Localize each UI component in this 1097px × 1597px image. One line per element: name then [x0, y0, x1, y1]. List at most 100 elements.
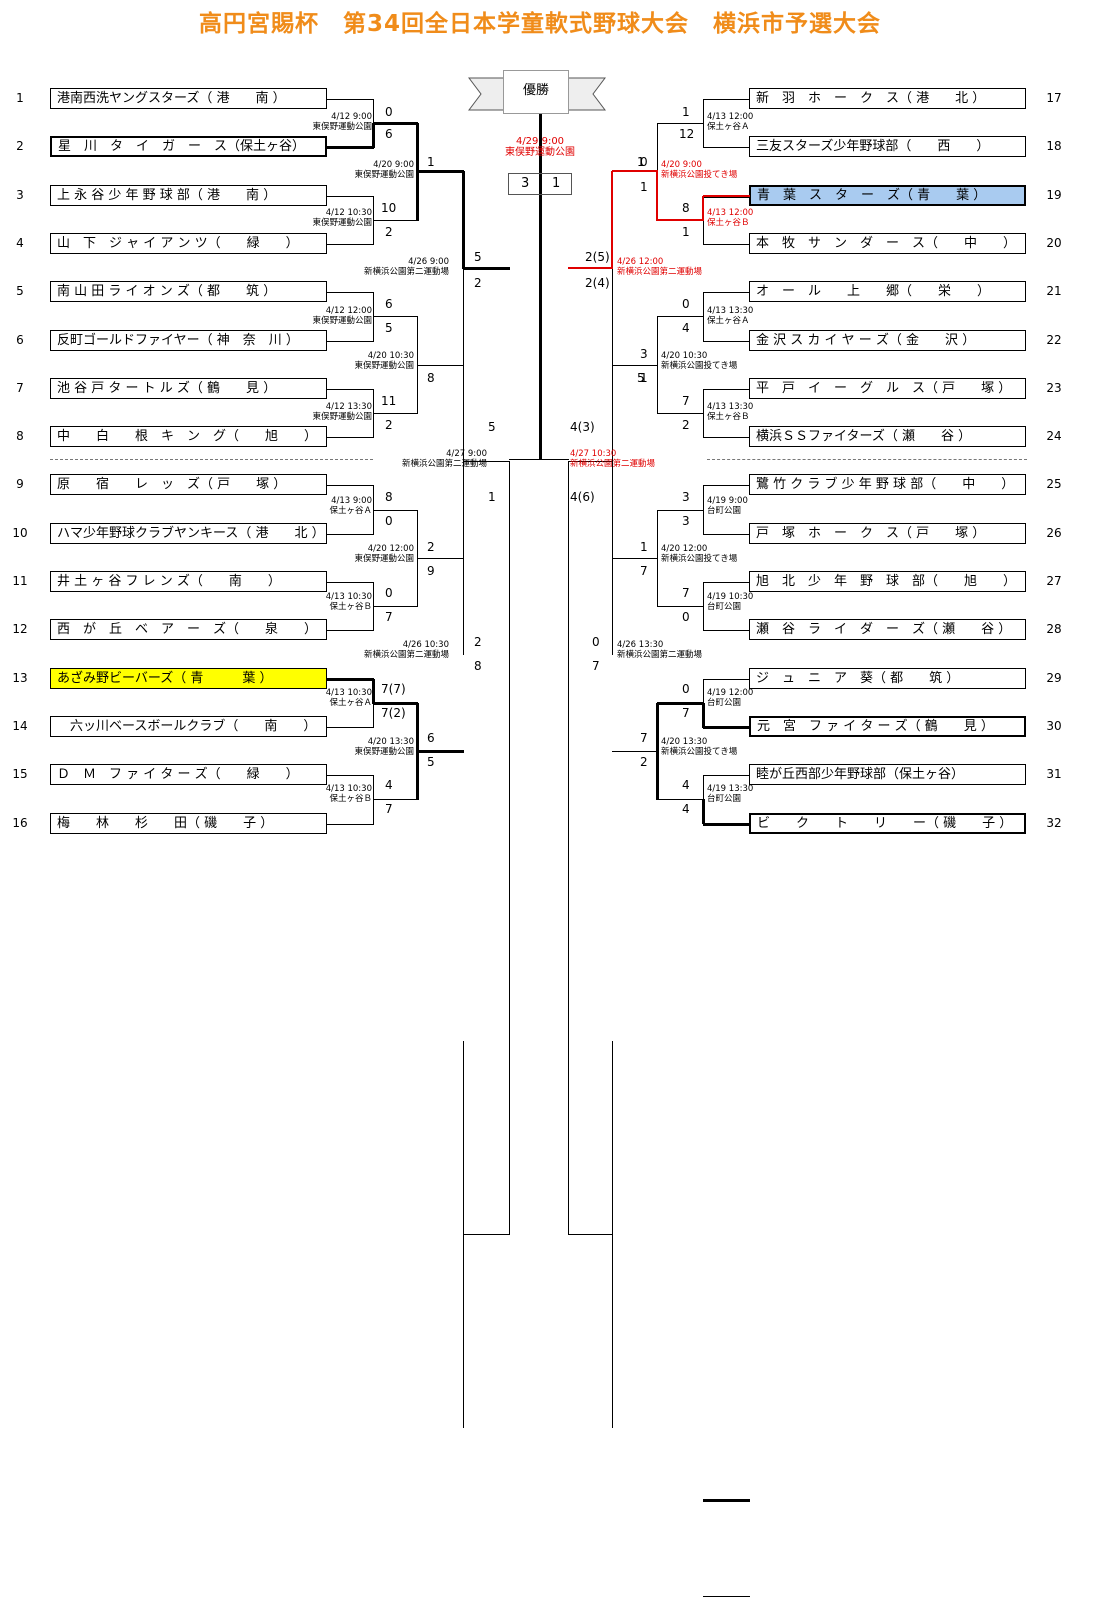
seed-number: 21: [1046, 284, 1062, 299]
bracket-line: [703, 533, 750, 535]
bracket-line: [657, 799, 704, 801]
game-info: 4/13 10:30 保土ヶ谷Ｂ: [325, 592, 372, 612]
bracket-line: [463, 461, 510, 463]
bracket-line: [703, 437, 750, 439]
seed-number: 10: [12, 525, 28, 540]
score: 6: [427, 731, 435, 745]
bracket-line: [657, 316, 704, 318]
game-info: 4/20 12:00 新横浜公園投てき場: [661, 544, 738, 564]
score: 5: [385, 321, 393, 335]
team-name: 鷺 竹 ク ラ ブ 少 年 野 球 部（ 中 ）: [749, 474, 1026, 496]
bracket-line: [703, 340, 750, 342]
team-name: 横浜ＳＳファイターズ（ 瀬 谷 ）: [749, 426, 1026, 448]
seed-number: 3: [16, 187, 24, 202]
bracket-line: [509, 461, 510, 1236]
team-name: 戸 塚 ホ ー ク ス（ 戸 塚 ）: [749, 522, 1026, 544]
bracket-line: [327, 582, 374, 583]
score: 12: [679, 127, 695, 141]
score: 6: [385, 127, 393, 141]
team-name: 旭 北 少 年 野 球 部（ 旭 ）: [749, 571, 1026, 592]
bracket-line: [703, 630, 750, 632]
score: 7: [640, 564, 648, 578]
bracket-line: [611, 171, 613, 270]
bracket-line: [327, 533, 374, 535]
team-name: 星 川 タ イ ガ ー ス（保土ヶ谷）: [50, 136, 327, 158]
bracket-line: [612, 557, 658, 559]
score: 7: [682, 706, 690, 720]
bracket-line: [327, 195, 374, 197]
bracket-line: [417, 364, 464, 366]
score: 0: [682, 610, 690, 624]
team-name: 新 羽 ホ ー ク ス（ 港 北 ）: [749, 88, 1026, 109]
score: 1: [682, 225, 690, 239]
seed-number: 9: [16, 477, 24, 492]
score: 1: [488, 490, 496, 504]
bracket-line: [417, 557, 464, 559]
score: 4(3): [570, 420, 595, 434]
bracket-line: [703, 485, 750, 487]
team-name: 西 が 丘 ベ ア ー ズ（ 泉 ）: [50, 619, 327, 641]
game-info: 4/12 12:00 東俣野運動公園: [312, 306, 372, 326]
final-venue: 東俣野運動公園: [505, 147, 575, 158]
seed-number: 13: [12, 670, 28, 685]
score: 0: [682, 297, 690, 311]
game-info: 4/13 12:00 保土ヶ谷Ｂ: [707, 208, 754, 228]
bracket-line: [703, 388, 750, 390]
bracket-line: [657, 701, 704, 705]
score: 1: [427, 155, 435, 169]
bracket-line: [568, 267, 613, 270]
game-info: 4/26 10:30 新横浜公園第二運動場: [363, 640, 449, 660]
game-info: 4/20 13:30 新横浜公園投てき場: [661, 737, 738, 757]
seed-number: 17: [1046, 91, 1062, 105]
score: 2: [427, 540, 435, 554]
seed-number: 12: [12, 622, 28, 637]
bracket-line: [657, 218, 704, 221]
bracket-line: [612, 170, 658, 173]
score: 1: [640, 371, 648, 385]
game-info: 4/13 9:00 保土ヶ谷Ａ: [329, 496, 372, 516]
bracket-line: [703, 725, 750, 729]
game-info: 4/13 13:30 保土ヶ谷Ｂ: [707, 402, 754, 422]
bracket-line: [373, 122, 418, 126]
score: 0: [385, 586, 393, 600]
game-info: 4/20 9:00 新横浜公園投てき場: [661, 160, 738, 180]
seed-number: 27: [1046, 574, 1062, 588]
bracket-line: [702, 799, 705, 825]
score: 7: [592, 659, 600, 673]
game-info: 4/12 9:00 東俣野運動公園: [312, 112, 372, 132]
seed-number: 30: [1046, 718, 1062, 733]
seed-number: 15: [12, 767, 28, 782]
team-name: 井 土 ヶ 谷 フ レ ン ズ（ 南 ）: [50, 571, 327, 592]
final-score-right: 1: [552, 176, 561, 191]
seed-number: 29: [1046, 670, 1062, 685]
team-name: 原 宿 レ ッ ズ（ 戸 塚 ）: [50, 474, 327, 496]
bracket-line: [703, 99, 750, 100]
bracket-line: [327, 437, 374, 439]
score: 4: [682, 802, 690, 816]
seed-number: 24: [1046, 429, 1062, 444]
team-name: 梅 林 杉 田（ 磯 子 ）: [50, 812, 327, 834]
bracket-line: [327, 99, 374, 100]
team-name: オ ー ル 上 郷（ 栄 ）: [749, 281, 1026, 303]
team-name: ジ ュ ニ ア 葵（ 都 筑 ）: [749, 667, 1026, 689]
score: 8: [474, 659, 482, 673]
score: 7(2): [381, 706, 406, 720]
bracket-line: [373, 316, 418, 318]
score: 10: [381, 201, 397, 215]
bracket-line: [568, 461, 613, 463]
team-name: ハマ少年野球クラブヤンキース（ 港 北 ）: [50, 522, 327, 544]
bracket-line: [327, 340, 374, 342]
game-info: 4/13 10:30 保土ヶ谷Ｂ: [325, 784, 372, 804]
game-info: 4/27 10:30 新横浜公園第二運動場: [570, 449, 656, 469]
team-name: 六ッ川ベースボールクラブ（ 南 ）: [50, 715, 327, 737]
separator: [50, 459, 373, 460]
team-name: 青 葉 ス タ ー ズ（ 青 葉 ）: [749, 184, 1026, 206]
score: 8: [427, 371, 435, 385]
bracket-line: [327, 775, 374, 777]
bracket-line: [657, 606, 704, 608]
score: 9: [427, 564, 435, 578]
bracket-line: [657, 412, 704, 414]
bracket-line: [703, 775, 750, 777]
game-info: 4/26 13:30 新横浜公園第二運動場: [617, 640, 703, 660]
